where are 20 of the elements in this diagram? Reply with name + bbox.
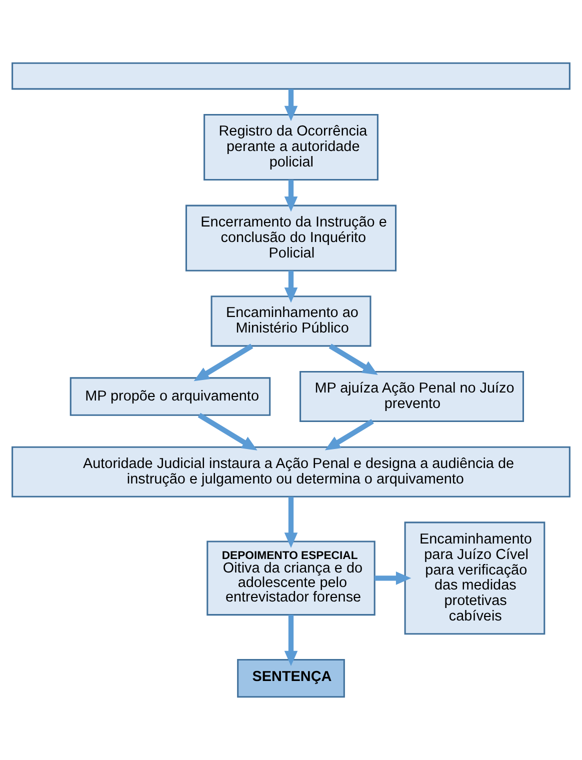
node-box: MP propõe o arquivamento bbox=[70, 377, 271, 416]
node-box: MP ajuíza Ação Penal no Juízo prevento bbox=[300, 370, 524, 422]
node-box: Encaminhamento para Juízo Cível para verificação das medidas protetivas cabíveis bbox=[404, 522, 546, 635]
node-box: Encaminhamento ao Ministério Público bbox=[210, 296, 372, 347]
arrow bbox=[194, 344, 254, 382]
node-box: DEPOIMENTO ESPECIAL Oitiva da criança e do adolescente pelo entrevistador forense bbox=[206, 540, 376, 616]
arrow bbox=[328, 344, 378, 375]
arrow bbox=[284, 89, 298, 122]
arrow bbox=[198, 412, 258, 450]
arrow bbox=[324, 419, 374, 450]
arrow bbox=[284, 496, 298, 548]
arrow bbox=[284, 614, 298, 666]
node-box: Encerramento da Instrução e conclusão do Inquérito Policial bbox=[185, 204, 397, 272]
node-box: Registro da Ocorrência perante a autoridade policial bbox=[204, 114, 378, 181]
arrow bbox=[374, 572, 412, 585]
node-box: SENTENÇA bbox=[237, 658, 345, 698]
node-box: Autoridade Judicial instaura a Ação Penal e designa a audiência de instrução e julgamento ou determina o arquivamento bbox=[12, 446, 570, 498]
node-box bbox=[12, 62, 570, 90]
arrow bbox=[284, 180, 298, 212]
arrow bbox=[284, 270, 298, 303]
